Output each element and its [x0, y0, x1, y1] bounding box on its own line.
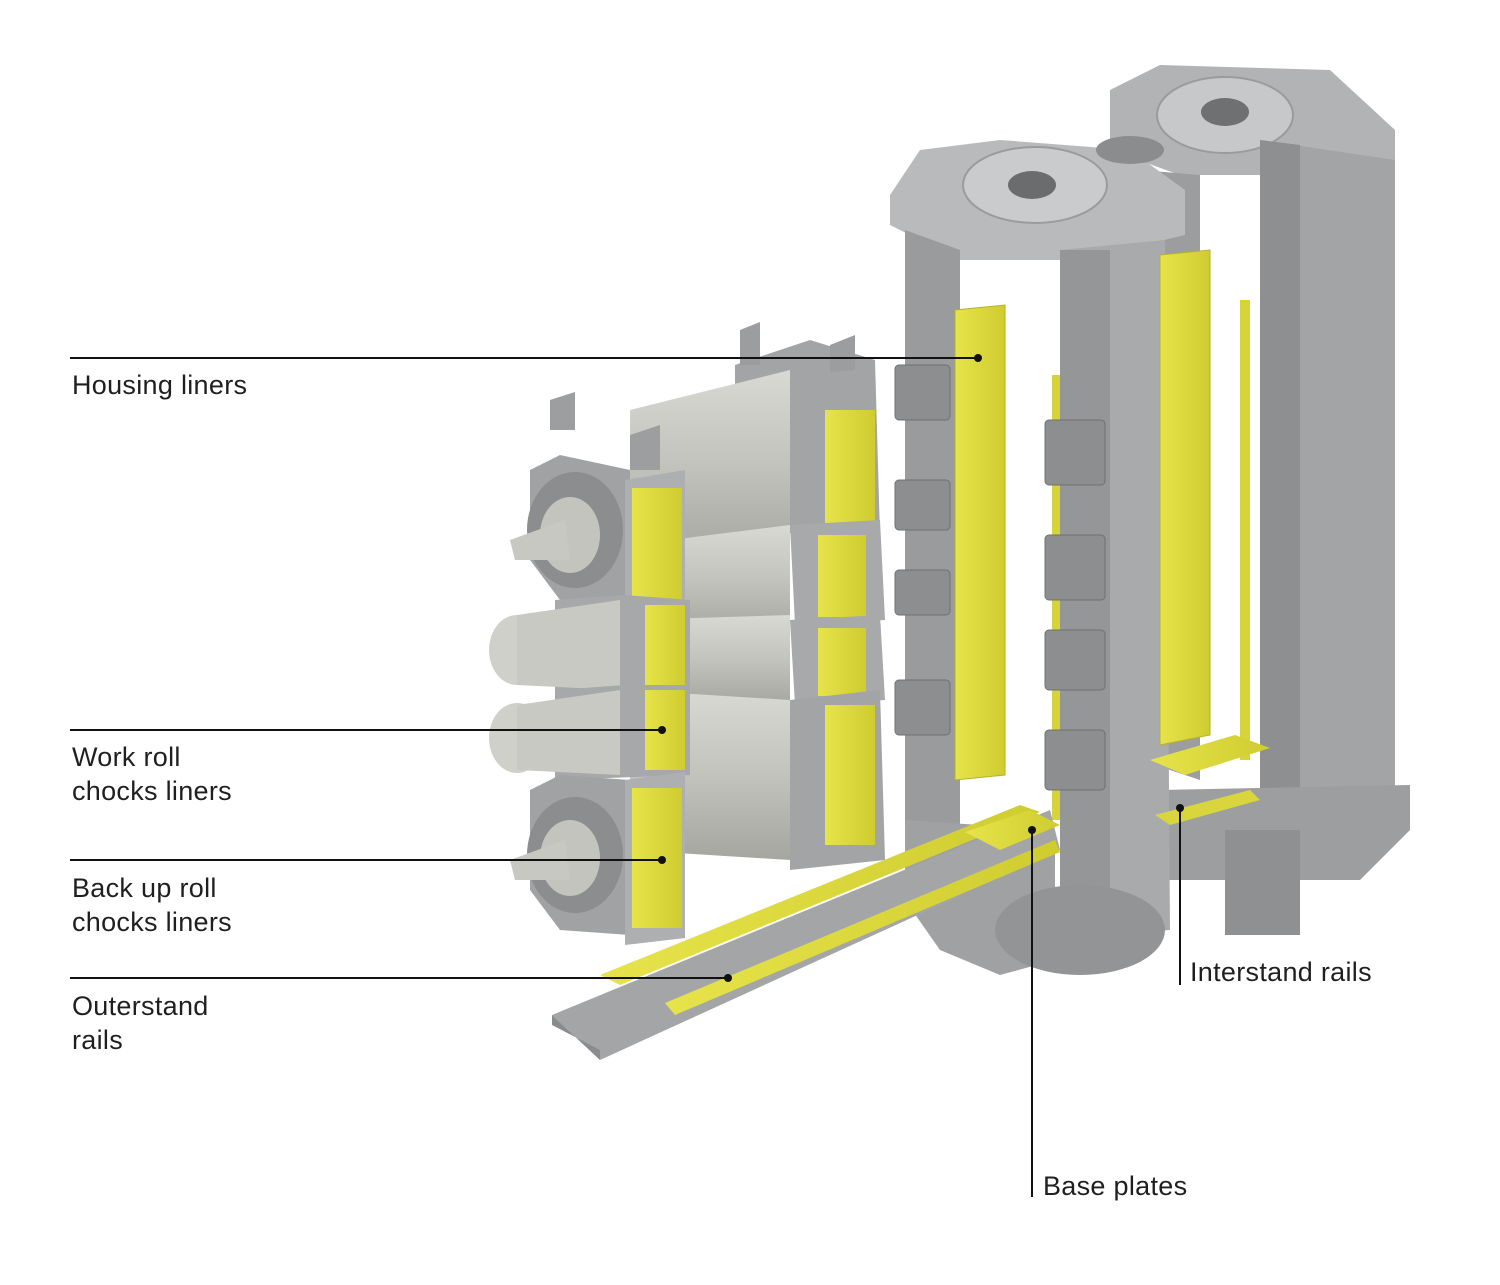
leader-dot-base-plates	[1028, 826, 1036, 834]
label-work-roll-chocks-liners-line2: chocks liners	[72, 776, 232, 806]
label-back-up-roll-chocks-liners-line2: chocks liners	[72, 907, 232, 937]
mill-housing	[890, 65, 1410, 975]
label-interstand-rails: Interstand rails	[1190, 957, 1372, 987]
roll-stack	[489, 322, 885, 945]
label-outerstand-rails-line2: rails	[72, 1025, 124, 1055]
leader-dot-interstand-rails	[1176, 804, 1184, 812]
label-housing-liners: Housing liners	[72, 370, 248, 400]
leader-dot-work-roll-chocks-liners	[658, 726, 666, 734]
callout-leaders	[70, 354, 1184, 1197]
leader-dot-outerstand-rails	[724, 974, 732, 982]
label-work-roll-chocks-liners-line1: Work roll	[72, 742, 181, 772]
label-base-plates: Base plates	[1043, 1171, 1188, 1201]
leader-dot-back-up-roll-chocks-liners	[658, 856, 666, 864]
label-outerstand-rails-line1: Outerstand	[72, 991, 209, 1021]
leader-dot-housing-liners	[974, 354, 982, 362]
label-back-up-roll-chocks-liners-line1: Back up roll	[72, 873, 217, 903]
rails-assembly	[552, 735, 1270, 1060]
